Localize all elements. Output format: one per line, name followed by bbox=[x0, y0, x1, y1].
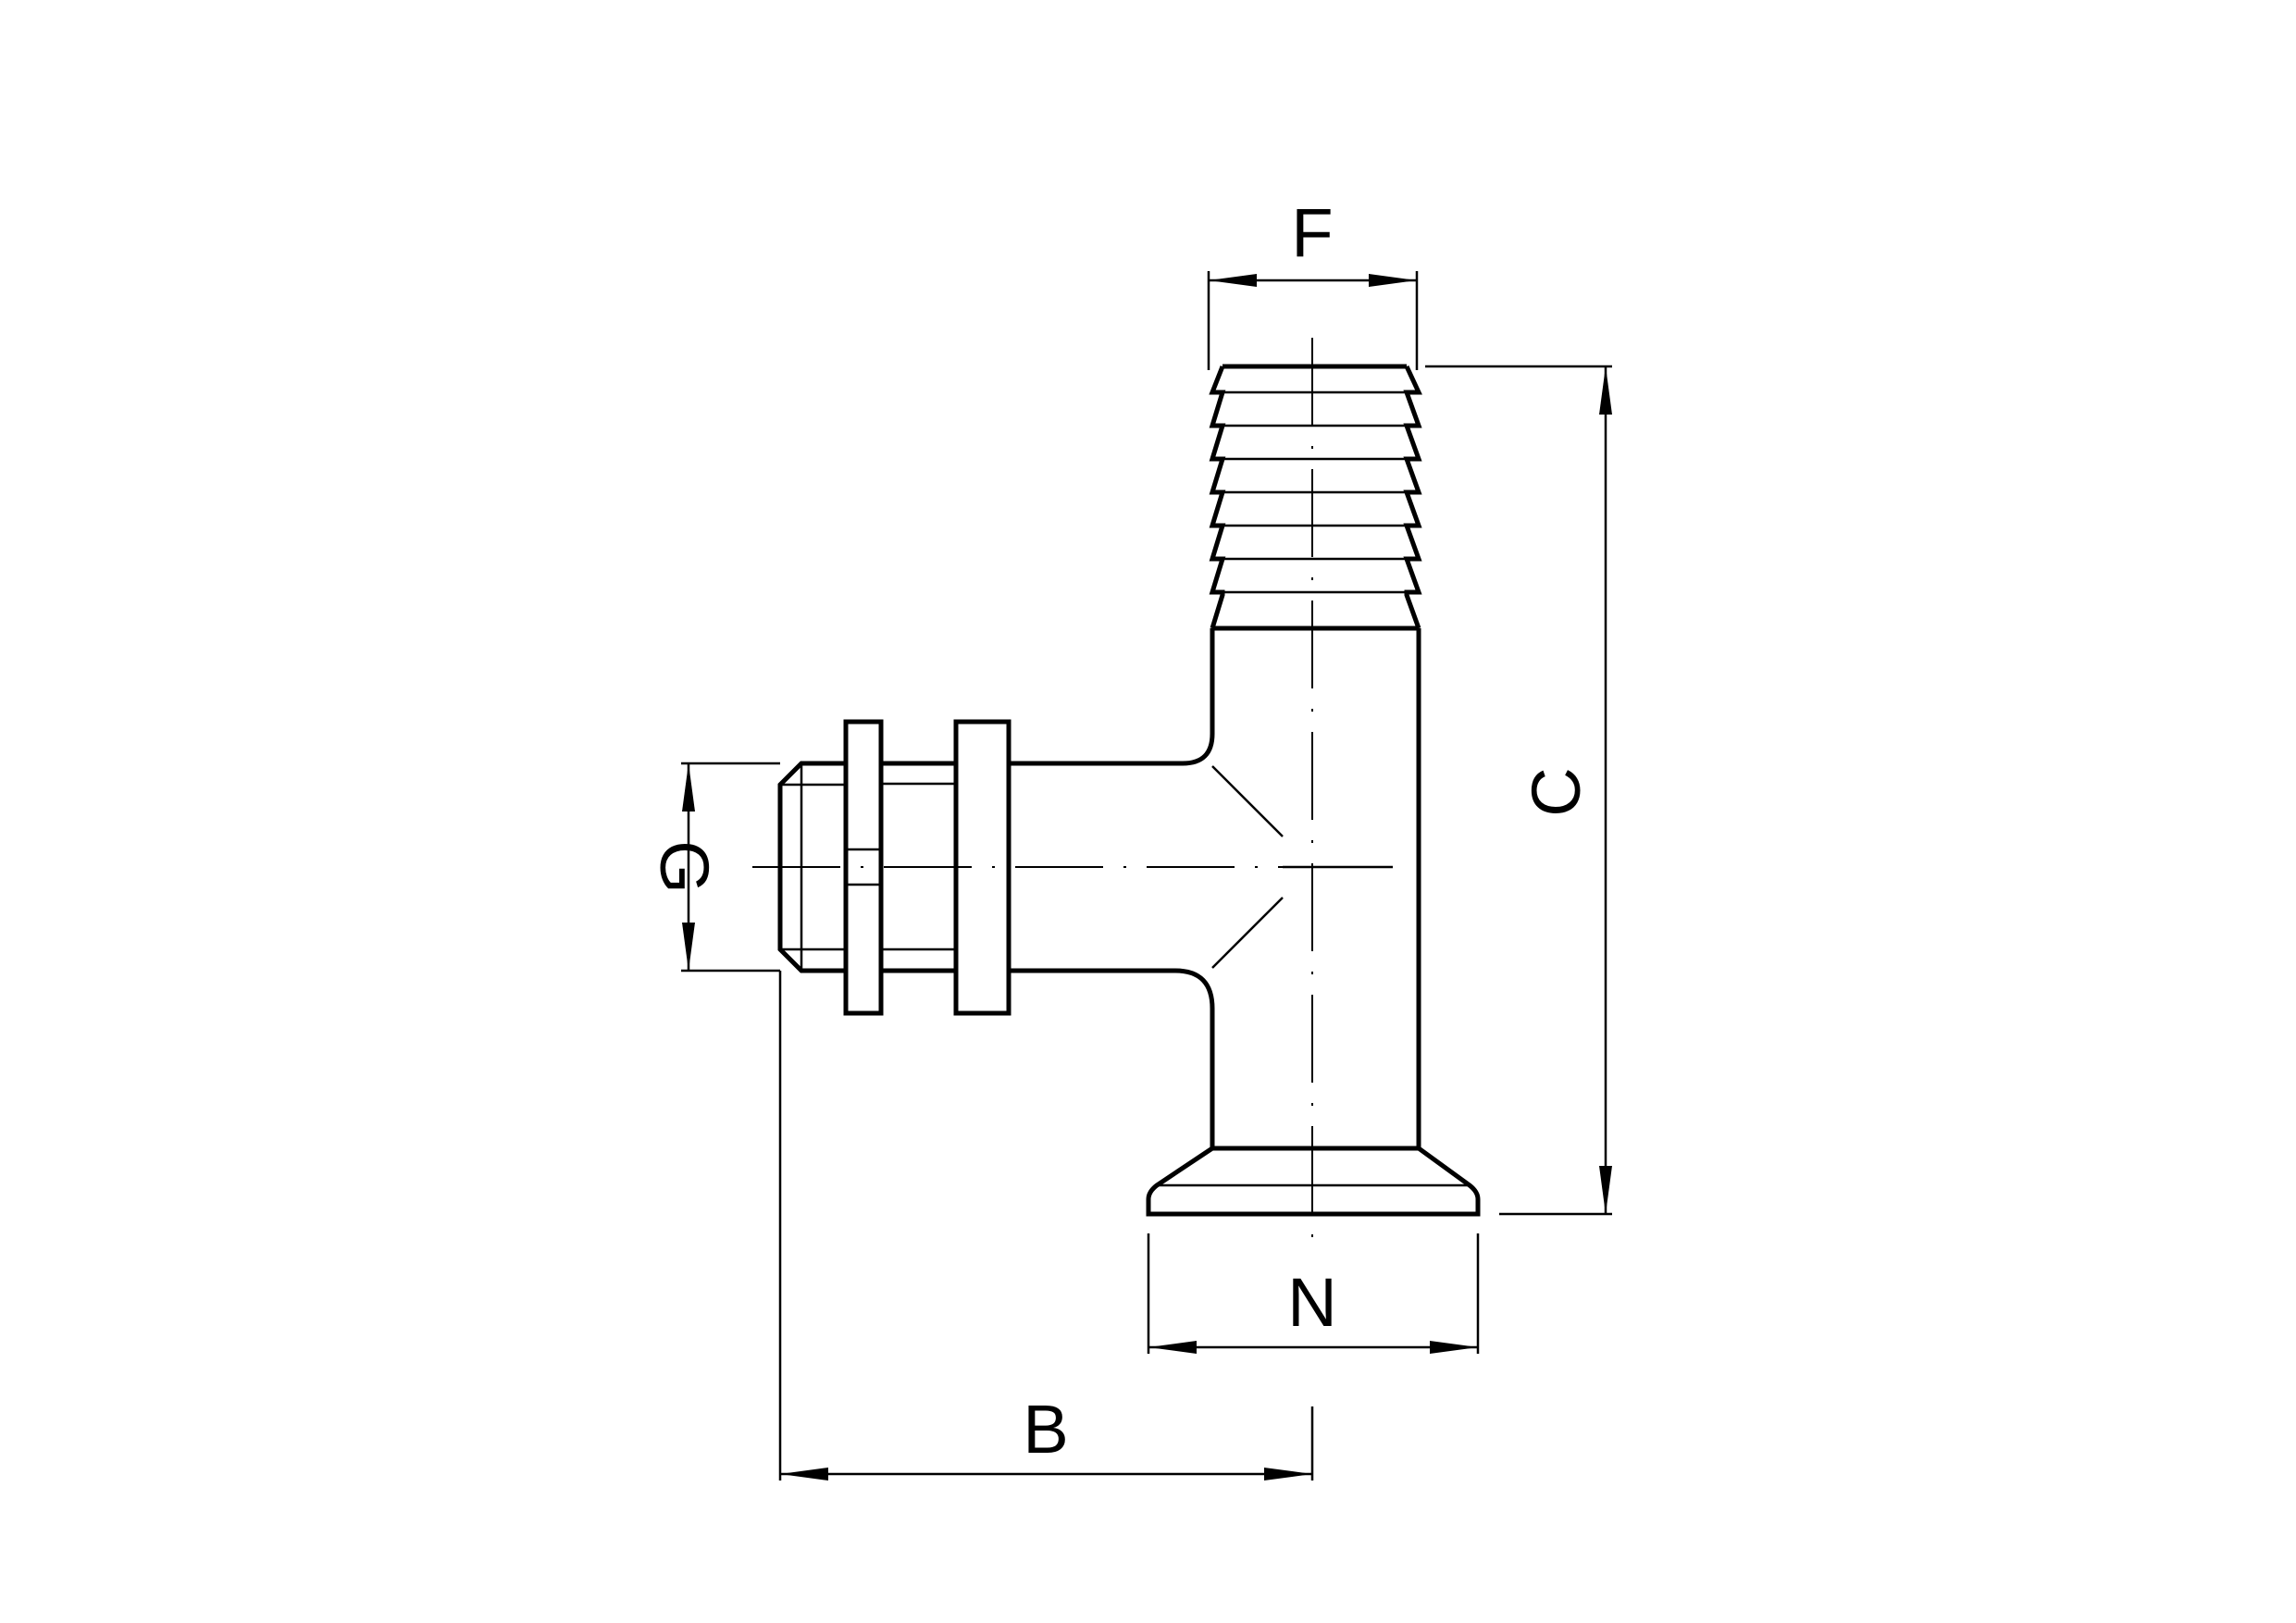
dimension-c: C bbox=[1425, 365, 1612, 1216]
dimension-f: F bbox=[1207, 194, 1419, 370]
dimension-label-c: C bbox=[1518, 767, 1595, 816]
dimension-label-f: F bbox=[1291, 194, 1333, 271]
dimension-label-n: N bbox=[1287, 1264, 1336, 1341]
main-body bbox=[1009, 626, 1421, 1151]
hose-barb bbox=[1209, 364, 1422, 629]
dimension-g: G bbox=[646, 762, 780, 973]
dimension-b: B bbox=[778, 971, 1314, 1481]
dimension-label-g: G bbox=[646, 840, 723, 894]
center-lines bbox=[752, 338, 1314, 1242]
dimension-n: N bbox=[1147, 1233, 1480, 1354]
dimension-label-b: B bbox=[1023, 1391, 1068, 1468]
